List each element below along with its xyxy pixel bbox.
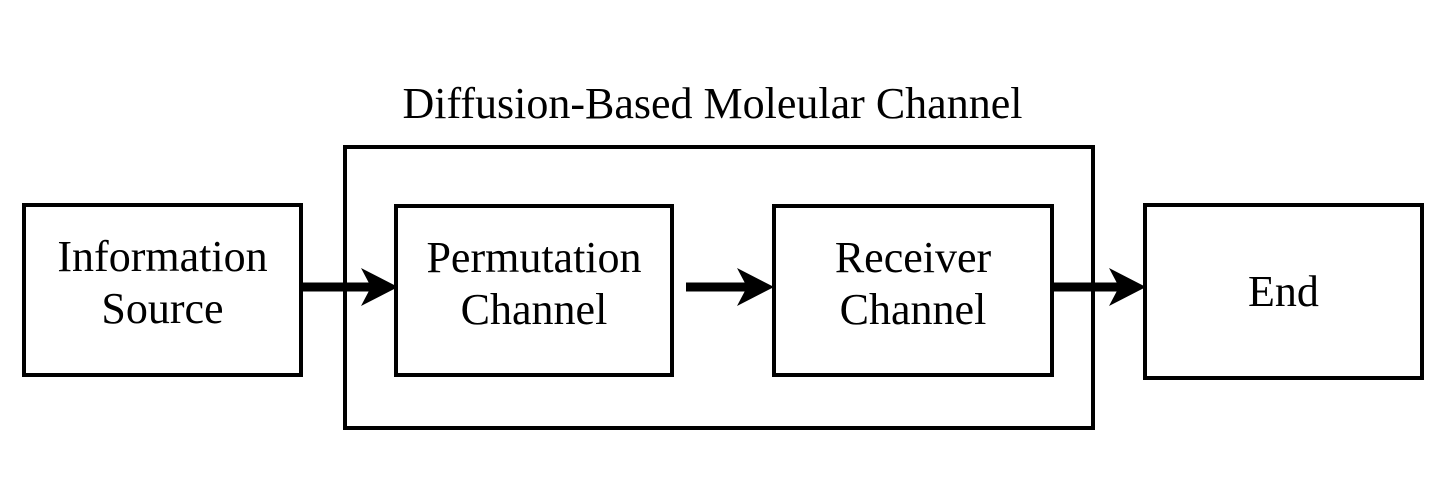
block-end[interactable]: End: [1143, 203, 1424, 380]
block-receiver-channel[interactable]: Receiver Channel: [772, 204, 1054, 377]
diagram-title: Diffusion-Based Moleular Channel: [402, 79, 1023, 128]
block-permutation-channel-line-2: Channel: [460, 284, 608, 334]
block-information-source-line-2: Source: [101, 284, 224, 333]
block-receiver-channel-line-1: Receiver: [834, 232, 992, 282]
block-information-source-line-1: Information: [57, 232, 268, 281]
block-receiver-channel-line-2: Channel: [839, 284, 987, 334]
block-information-source[interactable]: Information Source: [22, 203, 303, 377]
block-permutation-channel[interactable]: Permutation Channel: [394, 204, 674, 377]
block-end-line-1: End: [1248, 266, 1319, 316]
block-permutation-channel-line-1: Permutation: [426, 232, 642, 282]
